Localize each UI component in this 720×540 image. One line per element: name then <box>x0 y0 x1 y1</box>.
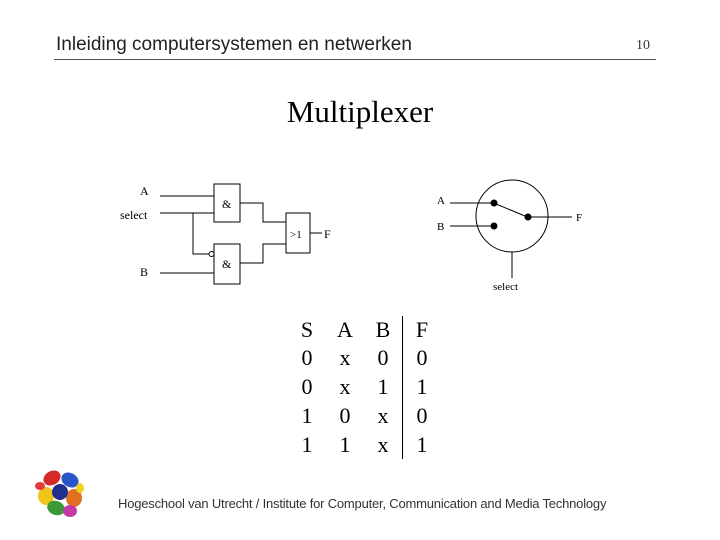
truth-table-cell: 0 <box>339 403 351 428</box>
truth-table-cell: 0 <box>416 403 428 428</box>
gate-circuit: A select B & & >1 F <box>120 183 331 285</box>
truth-table-header-cell: F <box>415 317 429 342</box>
switch-select-label: select <box>493 281 518 293</box>
gate-input-b-label: B <box>140 265 148 279</box>
switch-output-label: F <box>576 212 582 224</box>
footer-text: Hogeschool van Utrecht / Institute for C… <box>118 496 607 511</box>
gate-input-select-label: select <box>120 208 148 222</box>
truth-table-cell: 0 <box>416 345 428 370</box>
and-gate-2-symbol: & <box>222 257 232 271</box>
switch-contact-a <box>490 199 498 207</box>
header-title: Inleiding computersystemen en netwerken <box>56 34 412 55</box>
truth-table-row: 1 1 x 1 <box>288 430 441 459</box>
wire-and1-out <box>240 202 286 223</box>
truth-table-cell: x <box>364 401 403 430</box>
truth-table-cell: 1 <box>364 372 403 401</box>
truth-table-cell: 0 <box>364 343 403 372</box>
truth-table-cell: 1 <box>339 432 351 457</box>
truth-table-cell: x <box>339 345 351 370</box>
switch-pivot <box>524 213 532 221</box>
truth-table-header-cell: B <box>364 316 403 343</box>
truth-table-row: 1 0 x 0 <box>288 401 441 430</box>
page-number: 10 <box>636 38 650 53</box>
and-gate-2 <box>213 243 241 285</box>
truth-table-cell: 0 <box>301 374 313 399</box>
switch-diagram: A B F select <box>437 179 582 293</box>
truth-table-header-row: S A B F <box>288 316 441 343</box>
or-gate <box>285 212 311 254</box>
switch-lever <box>495 203 526 217</box>
slide-title: Multiplexer <box>286 94 434 129</box>
switch-contact-b <box>490 222 498 230</box>
truth-table-row: 0 x 0 0 <box>288 343 441 372</box>
truth-table-cell: 0 <box>301 345 313 370</box>
truth-table-cell: 1 <box>301 403 313 428</box>
school-logo-icon <box>35 470 84 517</box>
wire-and2-out <box>240 243 286 264</box>
truth-table-cell: 1 <box>301 432 313 457</box>
truth-table-cell: x <box>339 374 351 399</box>
and-gate-1 <box>213 183 241 223</box>
truth-table: S A B F 0 x 0 0 0 x 1 1 1 0 x 0 1 1 x 1 <box>288 316 441 459</box>
and-gate-1-symbol: & <box>222 197 232 211</box>
inverter-bubble <box>208 251 215 257</box>
switch-input-b-label: B <box>437 221 444 233</box>
truth-table-row: 0 x 1 1 <box>288 372 441 401</box>
wire-select-branch <box>192 213 209 255</box>
gate-input-a-label: A <box>140 184 149 198</box>
switch-circle <box>475 179 549 253</box>
switch-input-a-label: A <box>437 195 445 207</box>
gate-output-label: F <box>324 227 331 241</box>
truth-table-cell: x <box>364 430 403 459</box>
truth-table-header-cell: A <box>337 317 353 342</box>
truth-table-cell: 1 <box>416 432 428 457</box>
truth-table-header-cell: S <box>300 317 314 342</box>
truth-table-cell: 1 <box>416 374 428 399</box>
header-divider <box>54 59 656 60</box>
or-gate-symbol: >1 <box>290 229 302 241</box>
